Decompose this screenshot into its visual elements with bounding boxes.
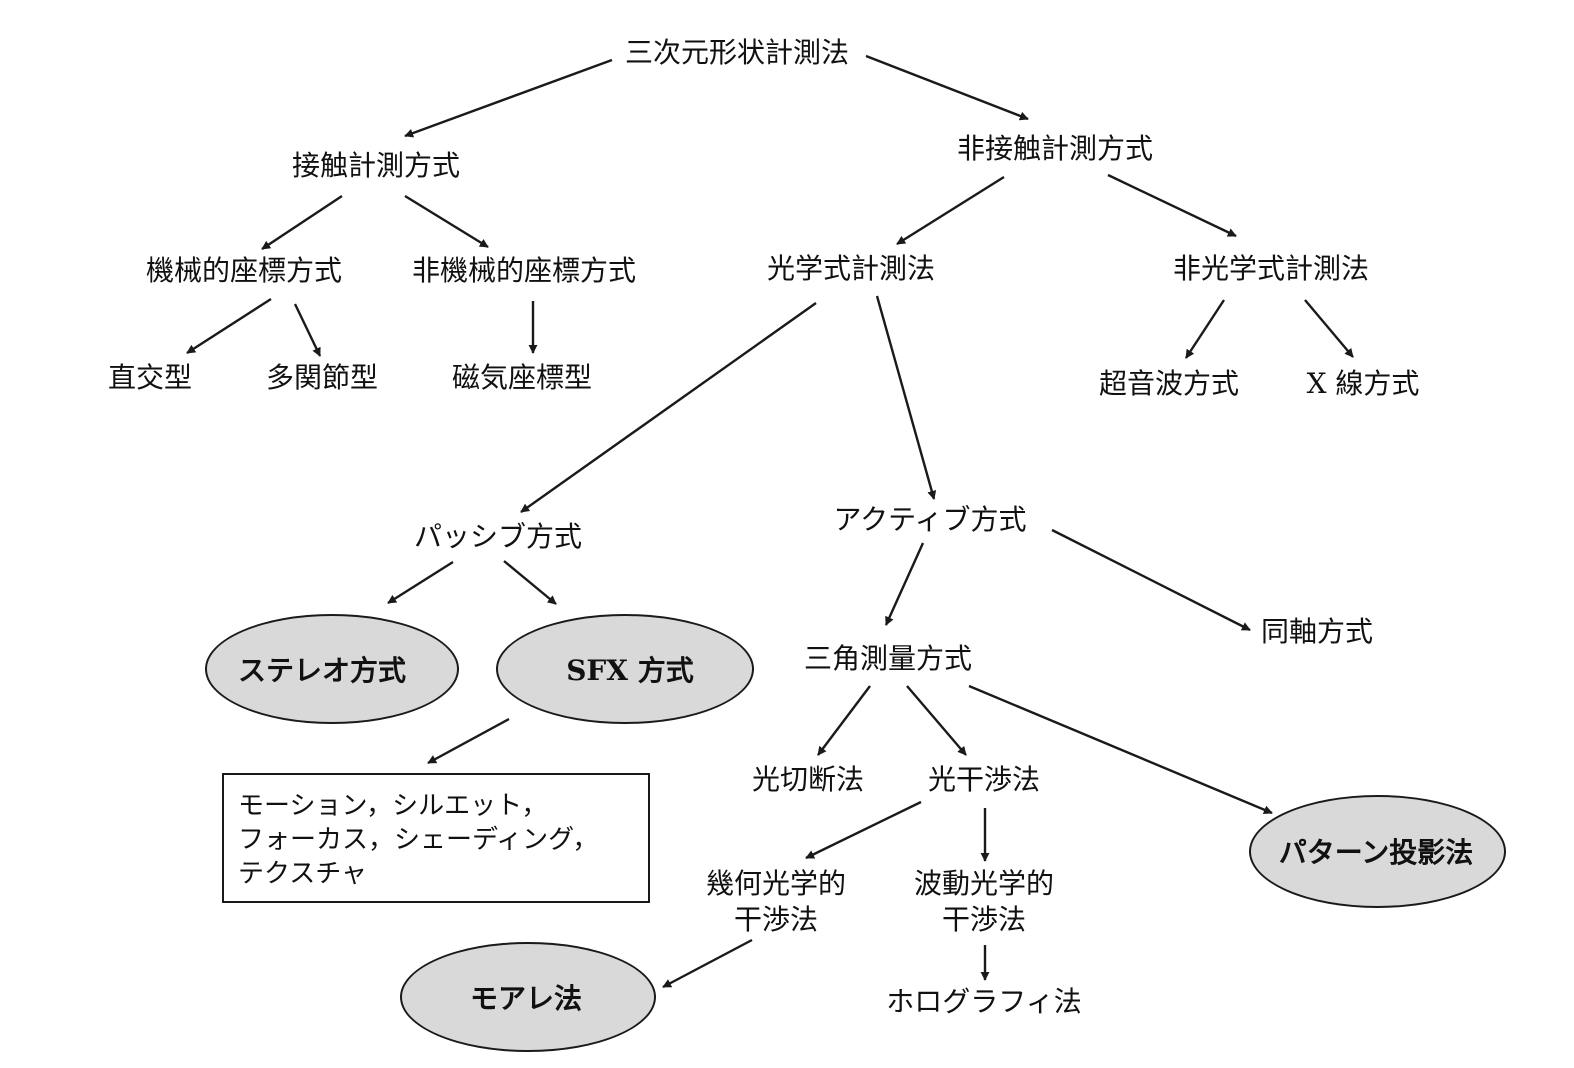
arrow-light-interference-to-geometric — [805, 800, 922, 860]
arrow-contact-to-nonmech — [404, 194, 489, 249]
contact-node: 接触計測方式 — [291, 149, 461, 182]
moire-ellipse — [400, 942, 656, 1052]
wave-interference-line1: 波動光学的 — [913, 867, 1055, 900]
ortho-node: 直交型 — [107, 361, 193, 394]
optical-node: 光学式計測法 — [766, 252, 936, 285]
pattern-projection-label: パターン投影法 — [1278, 836, 1474, 869]
sfx-label: SFX 方式 — [566, 654, 694, 687]
arrow-passive-to-stereo — [387, 560, 454, 605]
arrow-active-to-coaxial — [1051, 528, 1251, 632]
triangulation-node: 三角測量方式 — [803, 642, 973, 675]
stereo-label: ステレオ方式 — [237, 654, 407, 687]
arrow-root-to-contact — [404, 58, 613, 138]
stereo-ellipse — [205, 614, 459, 724]
arrow-nonoptical-to-xray — [1304, 299, 1354, 358]
noncontact-node: 非接触計測方式 — [956, 132, 1154, 165]
active-node: アクティブ方式 — [833, 503, 1027, 536]
multijoint-node: 多関節型 — [265, 361, 379, 394]
arrow-mech-to-multijoint — [293, 303, 322, 357]
arrow-root-to-noncontact — [865, 54, 1029, 121]
passive-node: パッシブ方式 — [413, 520, 583, 553]
light-section-node: 光切断法 — [751, 763, 865, 796]
arrow-geometric-to-moire — [662, 938, 753, 989]
sfx-methods-line1: モーション，シルエット， — [238, 791, 548, 821]
arrow-active-to-triangulation — [884, 542, 925, 626]
arrow-contact-to-mech — [261, 194, 343, 251]
arrow-optical-to-passive — [520, 302, 817, 513]
root-node: 三次元形状計測法 — [624, 36, 850, 69]
light-interference-node: 光干渉法 — [927, 763, 1041, 796]
mech-node: 機械的座標方式 — [145, 254, 343, 287]
arrow-triangulation-to-pattern-projection — [968, 684, 1273, 815]
moire-label: モアレ法 — [469, 982, 583, 1015]
geometric-interference-node: 幾何光学的 干渉法 — [706, 866, 846, 938]
coaxial-node: 同軸方式 — [1260, 615, 1374, 648]
arrow-noncontact-to-nonoptical — [1107, 173, 1237, 238]
arrow-optical-to-active — [875, 295, 937, 500]
sfx-methods-line2: フォーカス，シェーディング， — [238, 825, 599, 855]
arrow-nonoptical-to-ultrasonic — [1184, 299, 1226, 359]
sfx-methods-line3: テクスチャ — [238, 859, 367, 889]
pattern-projection-ellipse — [1249, 795, 1506, 908]
arrow-triangulation-to-light-section — [817, 685, 871, 756]
sfx-methods-box: モーション，シルエット， フォーカス，シェーディング， テクスチャ — [222, 773, 650, 903]
wave-interference-line2: 干渉法 — [941, 903, 1027, 936]
nonmech-node: 非機械的座標方式 — [411, 254, 637, 287]
geometric-interference-line2: 干渉法 — [733, 903, 819, 936]
arrow-sfx-to-box — [427, 717, 510, 765]
arrow-triangulation-to-light-interference — [906, 685, 967, 756]
arrow-noncontact-to-optical — [896, 175, 1005, 246]
xray-node: X 線方式 — [1306, 367, 1420, 400]
nonoptical-node: 非光学式計測法 — [1172, 252, 1370, 285]
arrows-group — [186, 54, 1354, 989]
magnetic-node: 磁気座標型 — [451, 361, 593, 394]
ultrasonic-node: 超音波方式 — [1098, 367, 1240, 400]
geometric-interference-line1: 幾何光学的 — [705, 867, 847, 900]
arrow-passive-to-sfx — [503, 560, 557, 605]
sfx-ellipse — [496, 614, 754, 724]
wave-interference-node: 波動光学的 干渉法 — [914, 866, 1054, 938]
arrow-mech-to-ortho — [186, 297, 272, 355]
holography-node: ホログラフィ法 — [886, 985, 1082, 1018]
